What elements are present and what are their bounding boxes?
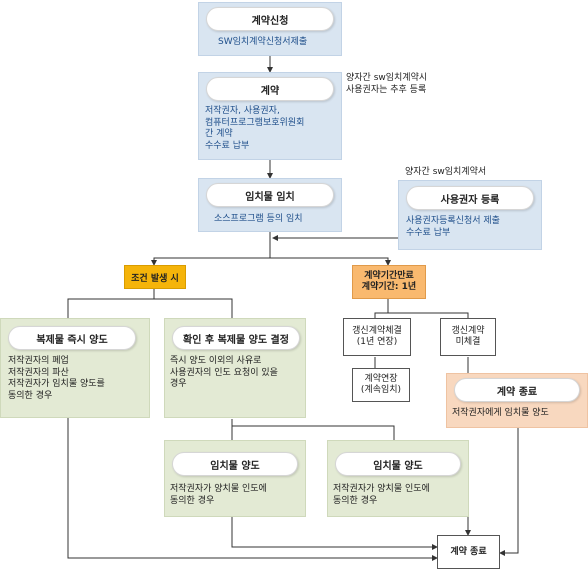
line-decide-split xyxy=(231,419,234,427)
line-expiry-split xyxy=(374,299,389,318)
transfer-left-title: 임치물 양도 xyxy=(172,452,298,476)
escrow-body: 소스프로그램 등의 임치 xyxy=(214,214,303,224)
line-condition-right xyxy=(154,298,233,318)
final-end-box: 계약 종료 xyxy=(437,535,500,569)
user-register-title: 사용권자 등록 xyxy=(406,186,534,210)
line-escrow-to-condition xyxy=(151,232,271,266)
decide-transfer-body: 즉시 양도 이외의 사유로 사용권자의 인도 요청이 있을 경우 xyxy=(170,356,278,389)
contract-title: 계약 xyxy=(206,77,334,101)
line-decide-bar xyxy=(232,425,395,440)
contract-end-peach-body: 저작권자에게 임치물 양도 xyxy=(452,408,549,418)
line-escrow-to-expiry xyxy=(270,257,391,266)
no-renew-box: 갱신계약 미체결 xyxy=(440,318,496,356)
escrow-title: 임치물 임치 xyxy=(206,183,334,207)
renew-box: 갱신계약체결 (1년 연장) xyxy=(343,318,411,356)
extend-box: 계약연장 (계속임치) xyxy=(352,368,410,402)
line-condition-split xyxy=(67,289,155,318)
line-peach-to-end xyxy=(499,428,519,556)
immediate-transfer-title: 복제물 즉시 양도 xyxy=(8,326,136,350)
note-bilateral: 양자간 sw임치계약서 xyxy=(405,167,487,177)
contract-end-peach-title: 계약 종료 xyxy=(454,378,580,402)
line-immediate-to-end xyxy=(67,383,438,561)
contract-apply-title: 계약신청 xyxy=(206,7,334,31)
note-user-register: 양자간 sw임치계약시 사용권자는 추후 등록 xyxy=(346,73,428,95)
condition-tag: 조건 발생 시 xyxy=(124,265,186,289)
decide-transfer-title: 확인 후 복제물 양도 결정 xyxy=(172,326,300,350)
user-register-body: 사용권자등록신청서 제출 수수료 납부 xyxy=(406,216,500,238)
transfer-right-title: 임치물 양도 xyxy=(335,452,461,476)
contract-body: 저작권자, 사용권자, 컴퓨터프로그램보호위원회 간 계약 수수료 납부 xyxy=(205,106,305,151)
transfer-right-body: 저작권자가 양치물 인도에 동의한 경우 xyxy=(333,484,430,506)
immediate-transfer-body: 저작권자의 폐업 저작권자의 파산 저작권자가 임치물 양도를 동의한 경우 xyxy=(8,356,105,401)
line-expiry-right xyxy=(388,312,469,318)
transfer-left-body: 저작권자가 양치물 인도에 동의한 경우 xyxy=(170,484,267,506)
expiry-tag: 계약기간만료 계약기간: 1년 xyxy=(352,265,426,299)
line-transferleft-to-end xyxy=(231,517,438,550)
contract-apply-body: SW임치계약신청서제출 xyxy=(218,37,308,47)
